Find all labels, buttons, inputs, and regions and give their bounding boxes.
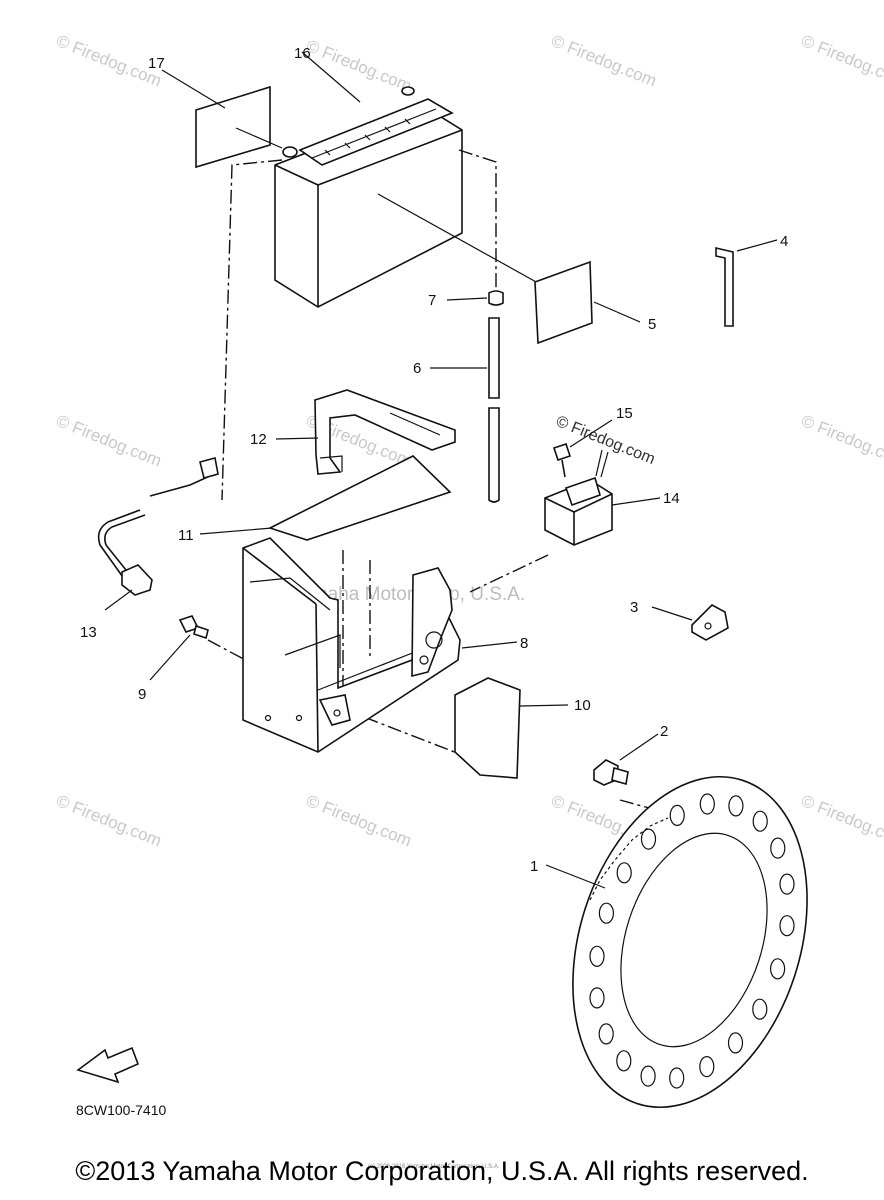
watermark: © Firedog.com xyxy=(54,791,165,850)
part-5-pad xyxy=(534,260,641,345)
rotor-hole xyxy=(640,1065,656,1087)
part-2-bolt xyxy=(593,733,659,786)
callout-4: 4 xyxy=(780,233,788,250)
rotor-hole xyxy=(589,945,605,967)
rotor-hole xyxy=(770,837,786,859)
rotor-hole xyxy=(779,915,795,937)
callout-15: 15 xyxy=(616,405,633,422)
rotor-hole xyxy=(727,1032,744,1054)
rotor-hole xyxy=(669,1067,685,1089)
callout-6: 6 xyxy=(413,360,421,377)
part-1-rotor xyxy=(545,775,808,1109)
rotor-hole xyxy=(616,1050,632,1072)
rotor-hole xyxy=(728,795,744,817)
watermark: © Firedog.com xyxy=(549,31,660,90)
center-watermark: Yamaha Motor Corp, U.S.A. xyxy=(290,584,525,605)
part-10-plate xyxy=(454,677,569,779)
rotor-hole xyxy=(640,828,657,850)
callout-1: 1 xyxy=(530,858,538,875)
callout-7: 7 xyxy=(428,292,436,309)
rotor-hole xyxy=(598,902,615,924)
rotor-hole xyxy=(616,862,632,884)
callout-17: 17 xyxy=(148,55,165,72)
part-4-clip xyxy=(715,239,778,327)
callout-8: 8 xyxy=(520,635,528,652)
small-copyright-line: (c) 2006-2016 Yamaha Motor Corporation, … xyxy=(368,1164,500,1170)
part-11-sheet xyxy=(199,455,452,541)
part-16-battery xyxy=(274,51,539,308)
part-3-clamp xyxy=(651,604,729,641)
part-17-label-sticker xyxy=(161,69,283,169)
rotor-hole xyxy=(699,1055,715,1078)
copyright-notice: ©2013 Yamaha Motor Corporation, U.S.A. A… xyxy=(75,1156,809,1186)
fwd-arrow-icon: FWD xyxy=(76,1046,140,1084)
diagram-part-code: 8CW100-7410 xyxy=(76,1102,166,1118)
callout-2: 2 xyxy=(660,723,668,740)
callouts: 1 2 3 4 5 6 7 8 9 10 11 12 13 14 15 16 1… xyxy=(80,45,788,875)
part-6-hose xyxy=(430,317,500,503)
rotor-hole xyxy=(699,793,715,815)
part-8-battery-case xyxy=(242,537,518,753)
callout-9: 9 xyxy=(138,686,146,703)
part-15-screw xyxy=(552,419,613,478)
rotor-hole xyxy=(598,1023,614,1045)
rotor-hole xyxy=(752,998,768,1020)
watermark: © Firedog.com xyxy=(304,791,415,850)
rotor-hole xyxy=(752,810,768,832)
part-13-lead-wire xyxy=(97,457,219,611)
rotor-hole xyxy=(769,958,786,980)
watermark: © Firedog.com xyxy=(304,36,415,95)
watermark: © Firedog.com xyxy=(799,411,884,470)
part-12-battery-band xyxy=(275,389,456,475)
callout-13: 13 xyxy=(80,624,97,641)
part-14-relay xyxy=(544,449,661,546)
callout-14: 14 xyxy=(663,490,680,507)
part-9-bolt xyxy=(149,615,209,681)
watermark: © Firedog.com xyxy=(54,411,165,470)
watermark: © Firedog.com xyxy=(799,31,884,90)
rotor-hole xyxy=(779,873,795,895)
rotor-hole xyxy=(669,804,685,827)
callout-11: 11 xyxy=(178,527,194,544)
part-7-cap xyxy=(446,290,504,306)
callout-10: 10 xyxy=(574,697,591,714)
rotor-hole xyxy=(589,987,605,1009)
callout-3: 3 xyxy=(630,599,638,616)
callout-16: 16 xyxy=(294,45,311,62)
callout-12: 12 xyxy=(250,431,267,448)
watermark: © Firedog.com xyxy=(799,791,884,850)
callout-5: 5 xyxy=(648,316,656,333)
